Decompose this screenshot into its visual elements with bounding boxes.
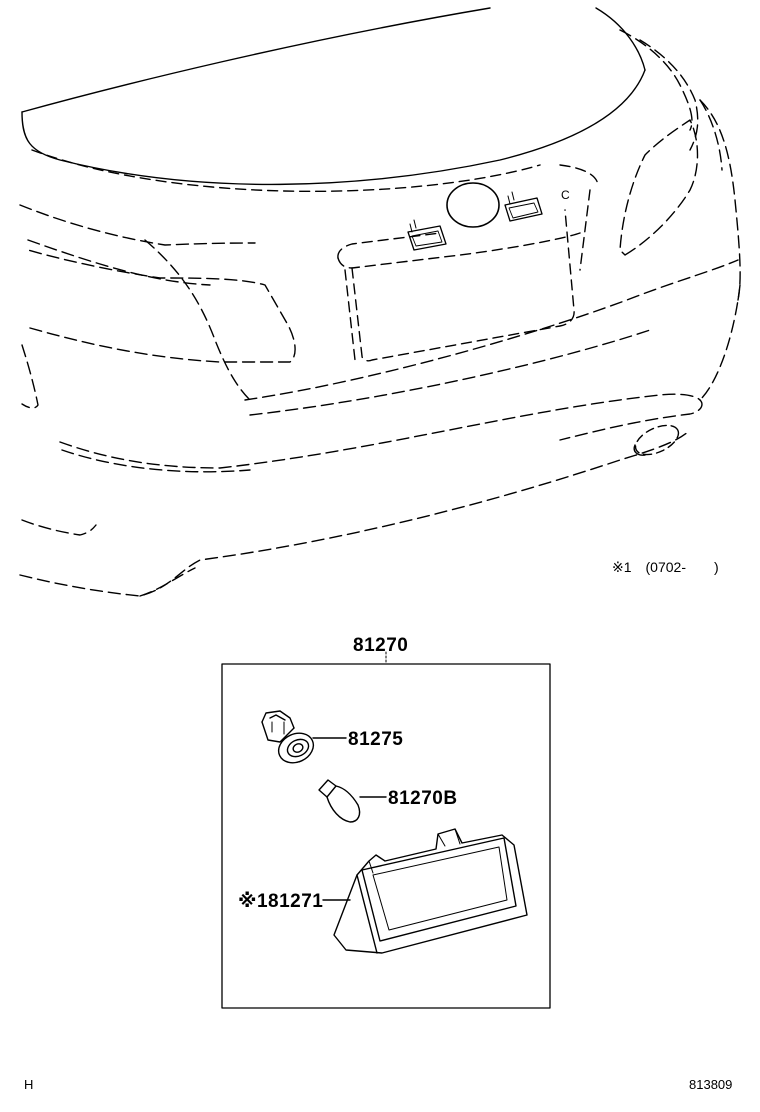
- installed-lamp-left: [407, 219, 447, 251]
- footer-left-code: H: [24, 1077, 34, 1092]
- parts-box: [221, 663, 551, 1009]
- vehicle-application-note: ※1 (0702- ): [612, 559, 719, 575]
- installed-lamp-right: [504, 191, 543, 222]
- part-number-bulb[interactable]: 81270B: [388, 788, 458, 809]
- part-number-lens[interactable]: ※181271: [238, 891, 324, 912]
- part-number-assembly[interactable]: 81270: [353, 635, 409, 656]
- illustration-code: 813809: [689, 1077, 733, 1092]
- socket-illustration: [261, 710, 347, 764]
- part-number-socket[interactable]: 81275: [348, 729, 404, 750]
- lens-illustration: [322, 828, 528, 954]
- car-rear-illustration: C: [19, 7, 741, 597]
- bulb-illustration: [318, 779, 387, 823]
- svg-text:C: C: [561, 188, 570, 202]
